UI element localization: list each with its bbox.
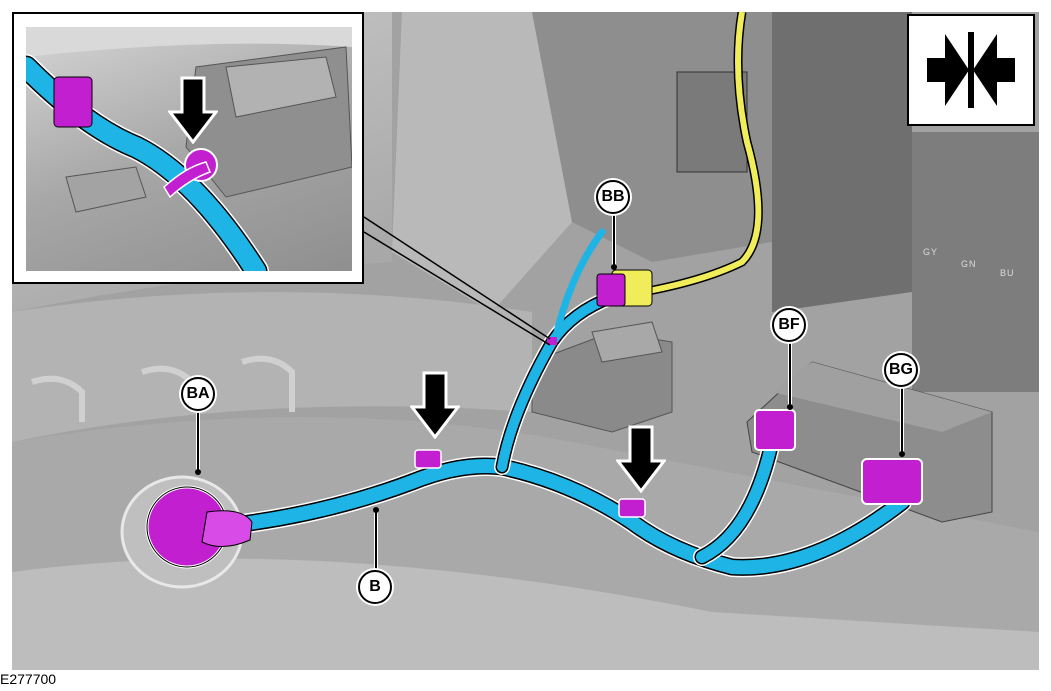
callout-leader-bb <box>613 212 615 267</box>
callout-dot-bg <box>899 451 905 457</box>
callout-ba: BA <box>181 377 215 411</box>
module-label-gn: GN <box>961 259 977 269</box>
down-arrow-icon <box>168 76 218 144</box>
scene-drawing <box>12 12 1039 670</box>
detail-inset-image <box>26 27 352 271</box>
callout-dot-bb <box>611 264 617 270</box>
main-illustration <box>12 12 1039 670</box>
callout-leader-b <box>375 510 377 572</box>
callout-dot-bf <box>787 404 793 410</box>
module-label-gy: GY <box>923 247 939 257</box>
callout-bg: BG <box>884 353 918 387</box>
down-arrow-icon <box>410 371 460 439</box>
figure-id: E277700 <box>0 671 57 687</box>
callout-leader-bf <box>789 340 791 408</box>
module-label-bu: BU <box>1000 268 1015 278</box>
down-arrow-icon <box>616 425 666 493</box>
callout-bb: BB <box>596 180 630 214</box>
callout-bf: BF <box>772 308 806 342</box>
callout-leader-bg <box>901 385 903 455</box>
callout-b: B <box>358 570 392 604</box>
callout-dot-ba <box>195 469 201 475</box>
connect-arrows-icon <box>907 14 1035 126</box>
callout-dot-b <box>373 507 379 513</box>
detail-inset <box>12 12 364 284</box>
callout-leader-ba <box>197 409 199 472</box>
